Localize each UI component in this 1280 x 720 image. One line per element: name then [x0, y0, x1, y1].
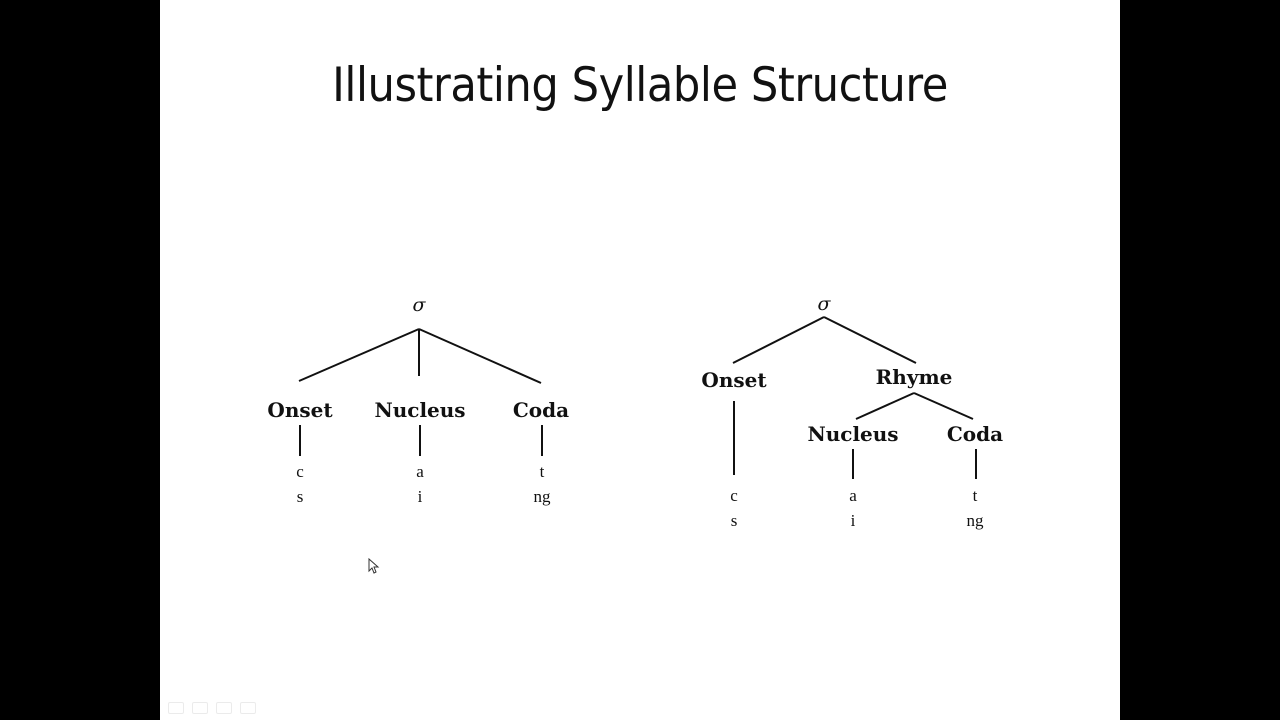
hier-nucleus-seg-2: i	[851, 511, 856, 530]
hier-nucleus-label: Nucleus	[807, 422, 898, 446]
hier-onset-label: Onset	[701, 368, 767, 392]
slide: Illustrating Syllable Structure σ Onset …	[160, 0, 1120, 720]
hier-coda-label: Coda	[947, 422, 1003, 446]
flat-onset-seg-1: c	[296, 462, 304, 481]
syllable-diagrams: σ Onset Nucleus Coda c s a i t ng σ	[267, 293, 1003, 530]
hierarchical-tree: σ Onset Rhyme Nucleus Coda c s a i t ng	[701, 293, 1003, 530]
previous-icon[interactable]	[168, 702, 184, 714]
hier-onset-seg-2: s	[731, 511, 738, 530]
hier-root-sigma: σ	[818, 293, 832, 315]
slides-icon[interactable]	[216, 702, 232, 714]
hier-onset-seg-1: c	[730, 486, 738, 505]
flat-coda-seg-1: t	[540, 462, 545, 481]
flat-root-sigma: σ	[413, 294, 427, 316]
flat-onset-label: Onset	[267, 398, 333, 422]
hier-rhyme-label: Rhyme	[876, 365, 953, 389]
flat-tree: σ Onset Nucleus Coda c s a i t ng	[267, 294, 569, 506]
hier-nucleus-seg-1: a	[849, 486, 857, 505]
flat-coda-seg-2: ng	[534, 487, 552, 506]
flat-nucleus-label: Nucleus	[374, 398, 465, 422]
flat-coda-label: Coda	[513, 398, 569, 422]
hier-coda-seg-2: ng	[967, 511, 985, 530]
mouse-cursor-icon	[368, 558, 380, 574]
zoom-icon[interactable]	[240, 702, 256, 714]
flat-nucleus-seg-1: a	[416, 462, 424, 481]
flat-nucleus-seg-2: i	[418, 487, 423, 506]
slideshow-controls	[168, 702, 256, 714]
slide-title: Illustrating Syllable Structure	[332, 58, 948, 113]
hier-coda-seg-1: t	[973, 486, 978, 505]
pen-icon[interactable]	[192, 702, 208, 714]
flat-onset-seg-2: s	[297, 487, 304, 506]
